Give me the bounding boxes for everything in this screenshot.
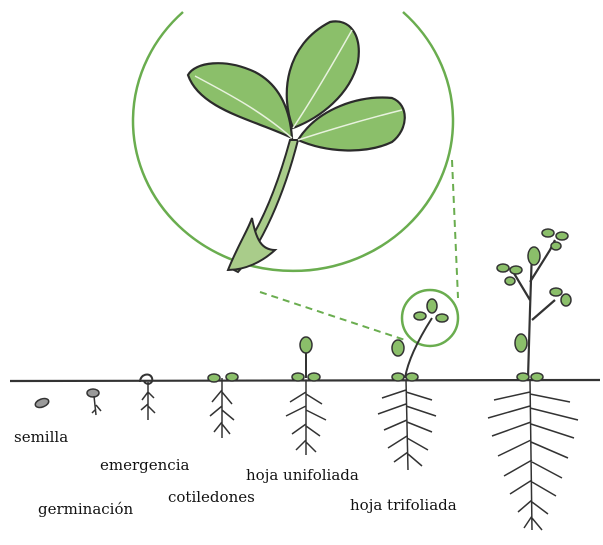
leaf-icon <box>406 373 418 381</box>
stage-cotiledones <box>208 373 238 438</box>
leaf-icon <box>556 232 568 240</box>
leaf-icon <box>414 312 426 320</box>
leaf-icon <box>551 242 561 250</box>
leaf-icon <box>528 247 540 265</box>
leaf-icon <box>531 373 543 381</box>
leaf-icon <box>427 299 437 313</box>
leaf-icon <box>515 334 527 352</box>
label-germinacion: germinación <box>38 500 133 518</box>
root-icon <box>286 380 326 455</box>
root-icon <box>210 378 234 438</box>
connector-line-left <box>260 292 405 340</box>
root-icon <box>141 382 155 420</box>
label-hoja-unifoliada: hoja unifoliada <box>246 466 359 484</box>
stage-semilla <box>34 397 50 409</box>
root-icon <box>92 396 101 415</box>
seed-icon <box>34 397 50 409</box>
leaf-icon <box>561 294 571 306</box>
leaf-icon <box>505 277 515 285</box>
leaf-icon <box>497 264 509 272</box>
root-icon <box>488 380 578 530</box>
leaf-icon <box>517 373 529 381</box>
seedling-stem <box>405 318 432 378</box>
label-cotiledones: cotiledones <box>168 488 255 506</box>
soil-line <box>10 380 600 381</box>
leaf-icon <box>392 373 404 381</box>
connector-line-right <box>452 160 458 298</box>
stage-germinacion <box>87 389 101 415</box>
leaf-icon <box>226 373 238 381</box>
leaf-icon <box>550 288 562 296</box>
leaf-icon <box>208 374 220 382</box>
germinating-seed-icon <box>87 389 99 397</box>
leaf-icon <box>510 266 522 274</box>
leaf-icon <box>300 337 312 353</box>
label-semilla: semilla <box>14 428 68 446</box>
magnifier-target-circle <box>402 290 458 346</box>
root-icon <box>378 380 436 470</box>
leaf-icon <box>436 314 448 322</box>
emerging-hook-icon <box>140 375 152 384</box>
leaf-icon <box>292 373 304 381</box>
leaf-icon <box>542 229 554 237</box>
label-hoja-trifoliada: hoja trifoliada <box>350 496 457 514</box>
stage-unifoliada <box>286 337 326 455</box>
label-emergencia: emergencia <box>100 456 189 474</box>
leaf-icon <box>392 340 404 356</box>
leaf-icon <box>308 373 320 381</box>
magnified-view <box>133 12 458 340</box>
